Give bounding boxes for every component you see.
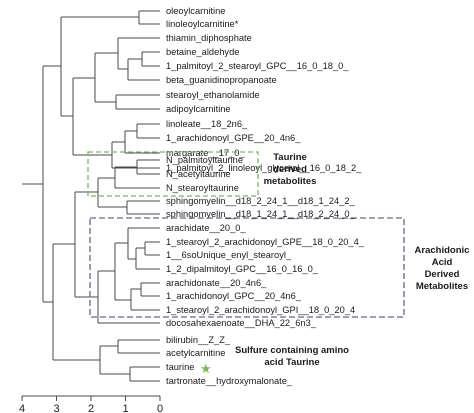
svg-text:Metabolites: Metabolites xyxy=(416,281,468,292)
leaf-label: linoleoylcarnitine* xyxy=(166,19,239,29)
star-icon: ★ xyxy=(200,361,212,376)
leaf-label: arachidonate__20_4n6_ xyxy=(166,278,267,288)
svg-text:Arachidonic: Arachidonic xyxy=(415,245,470,256)
axis-tick-label: 4 xyxy=(19,403,25,413)
leaf-label: taurine xyxy=(166,362,194,372)
svg-text:Acid: Acid xyxy=(432,257,453,268)
leaf-label: tartronate__hydroxymalonate_ xyxy=(166,376,293,386)
taurine-derived-box xyxy=(87,151,259,197)
leaf-label: 1_arachidonoyl_GPE__20_4n6_ xyxy=(166,133,301,143)
svg-text:metabolites: metabolites xyxy=(264,176,317,187)
leaf-label: 1_palmitoyl_2_stearoyl_GPC__16_0_18_0_ xyxy=(166,61,349,71)
leaf-label: 1_palmitoyl_2_linoleoyl_glycerol__16_0_1… xyxy=(166,163,362,173)
svg-text:Derived: Derived xyxy=(425,269,460,280)
leaf-label: bilirubin__Z_Z_ xyxy=(166,335,231,345)
axis-tick-label: 0 xyxy=(157,403,163,413)
leaf-label-n-acetyltaurine: N_acetyltaurine xyxy=(166,169,231,179)
leaf-label: 1_2_dipalmitoyl_GPC__16_0_16_0_ xyxy=(166,264,319,274)
arachidonic-acid-annotation: Arachidonic Acid Derived Metabolites xyxy=(415,245,470,292)
height-axis: 4 3 2 1 0 xyxy=(19,395,163,413)
svg-text:derived: derived xyxy=(273,164,307,175)
leaf-label: docosahexaenoate__DHA_22_6n3_ xyxy=(166,318,317,328)
svg-text:Taurine: Taurine xyxy=(273,152,307,163)
leaf-labels: oleoylcarnitine linoleoylcarnitine* thia… xyxy=(166,6,365,386)
leaf-label: linoleate__18_2n6_ xyxy=(166,119,248,129)
svg-text:Sulfure containing amino: Sulfure containing amino xyxy=(235,345,349,356)
taurine-derived-annotation: Taurine derived metabolites xyxy=(264,152,317,187)
leaf-label: acetylcarnitine xyxy=(166,348,225,358)
leaf-label: margarate__17_0_ xyxy=(166,148,245,158)
svg-text:acid Taurine: acid Taurine xyxy=(264,357,319,368)
axis-tick-label: 2 xyxy=(88,403,94,413)
leaf-label: adipoylcarnitine xyxy=(166,104,231,114)
leaf-label: beta_guanidinopropanoate xyxy=(166,75,277,85)
leaf-label: sphingomyelin__d18_1_24_1__d18_2_24_0_ xyxy=(166,209,356,219)
leaf-label: 1_stearoyl_2_arachidonoyl_GPI__18_0_20_4 xyxy=(166,305,355,315)
leaf-label-n-palmitoyltaurine: N_palmitoyltaurine xyxy=(166,155,243,165)
leaf-label: stearoyl_ethanolamide xyxy=(166,90,260,100)
leaf-label-n-stearoyltaurine: N_stearoyltaurine xyxy=(166,183,239,193)
leaf-label: 1_stearoyl_2_arachidonoyl_GPE__18_0_20_4… xyxy=(166,237,365,247)
leaf-label: thiamin_diphosphate xyxy=(166,33,252,43)
leaf-label: oleoylcarnitine xyxy=(166,6,225,16)
leaf-label: 1__6soUnique_enyl_stearoyl_ xyxy=(166,250,292,260)
leaf-label: sphingomyelin__d18_2_24_1__d18_1_24_2_ xyxy=(166,196,356,206)
arachidonic-acid-box xyxy=(89,217,405,318)
axis-tick-label: 3 xyxy=(53,403,59,413)
leaf-label: betaine_aldehyde xyxy=(166,47,239,57)
taurine-derived-leaves: N_palmitoyltaurine N_acetyltaurine N_ste… xyxy=(166,155,243,193)
leaf-label: 1_arachidonoyl_GPC__20_4n6_ xyxy=(166,291,302,301)
axis-tick-label: 1 xyxy=(122,403,128,413)
sulfure-annotation: Sulfure containing amino acid Taurine xyxy=(235,345,349,368)
leaf-label: arachidate__20_0_ xyxy=(166,223,246,233)
dendrogram-branches xyxy=(22,10,160,382)
